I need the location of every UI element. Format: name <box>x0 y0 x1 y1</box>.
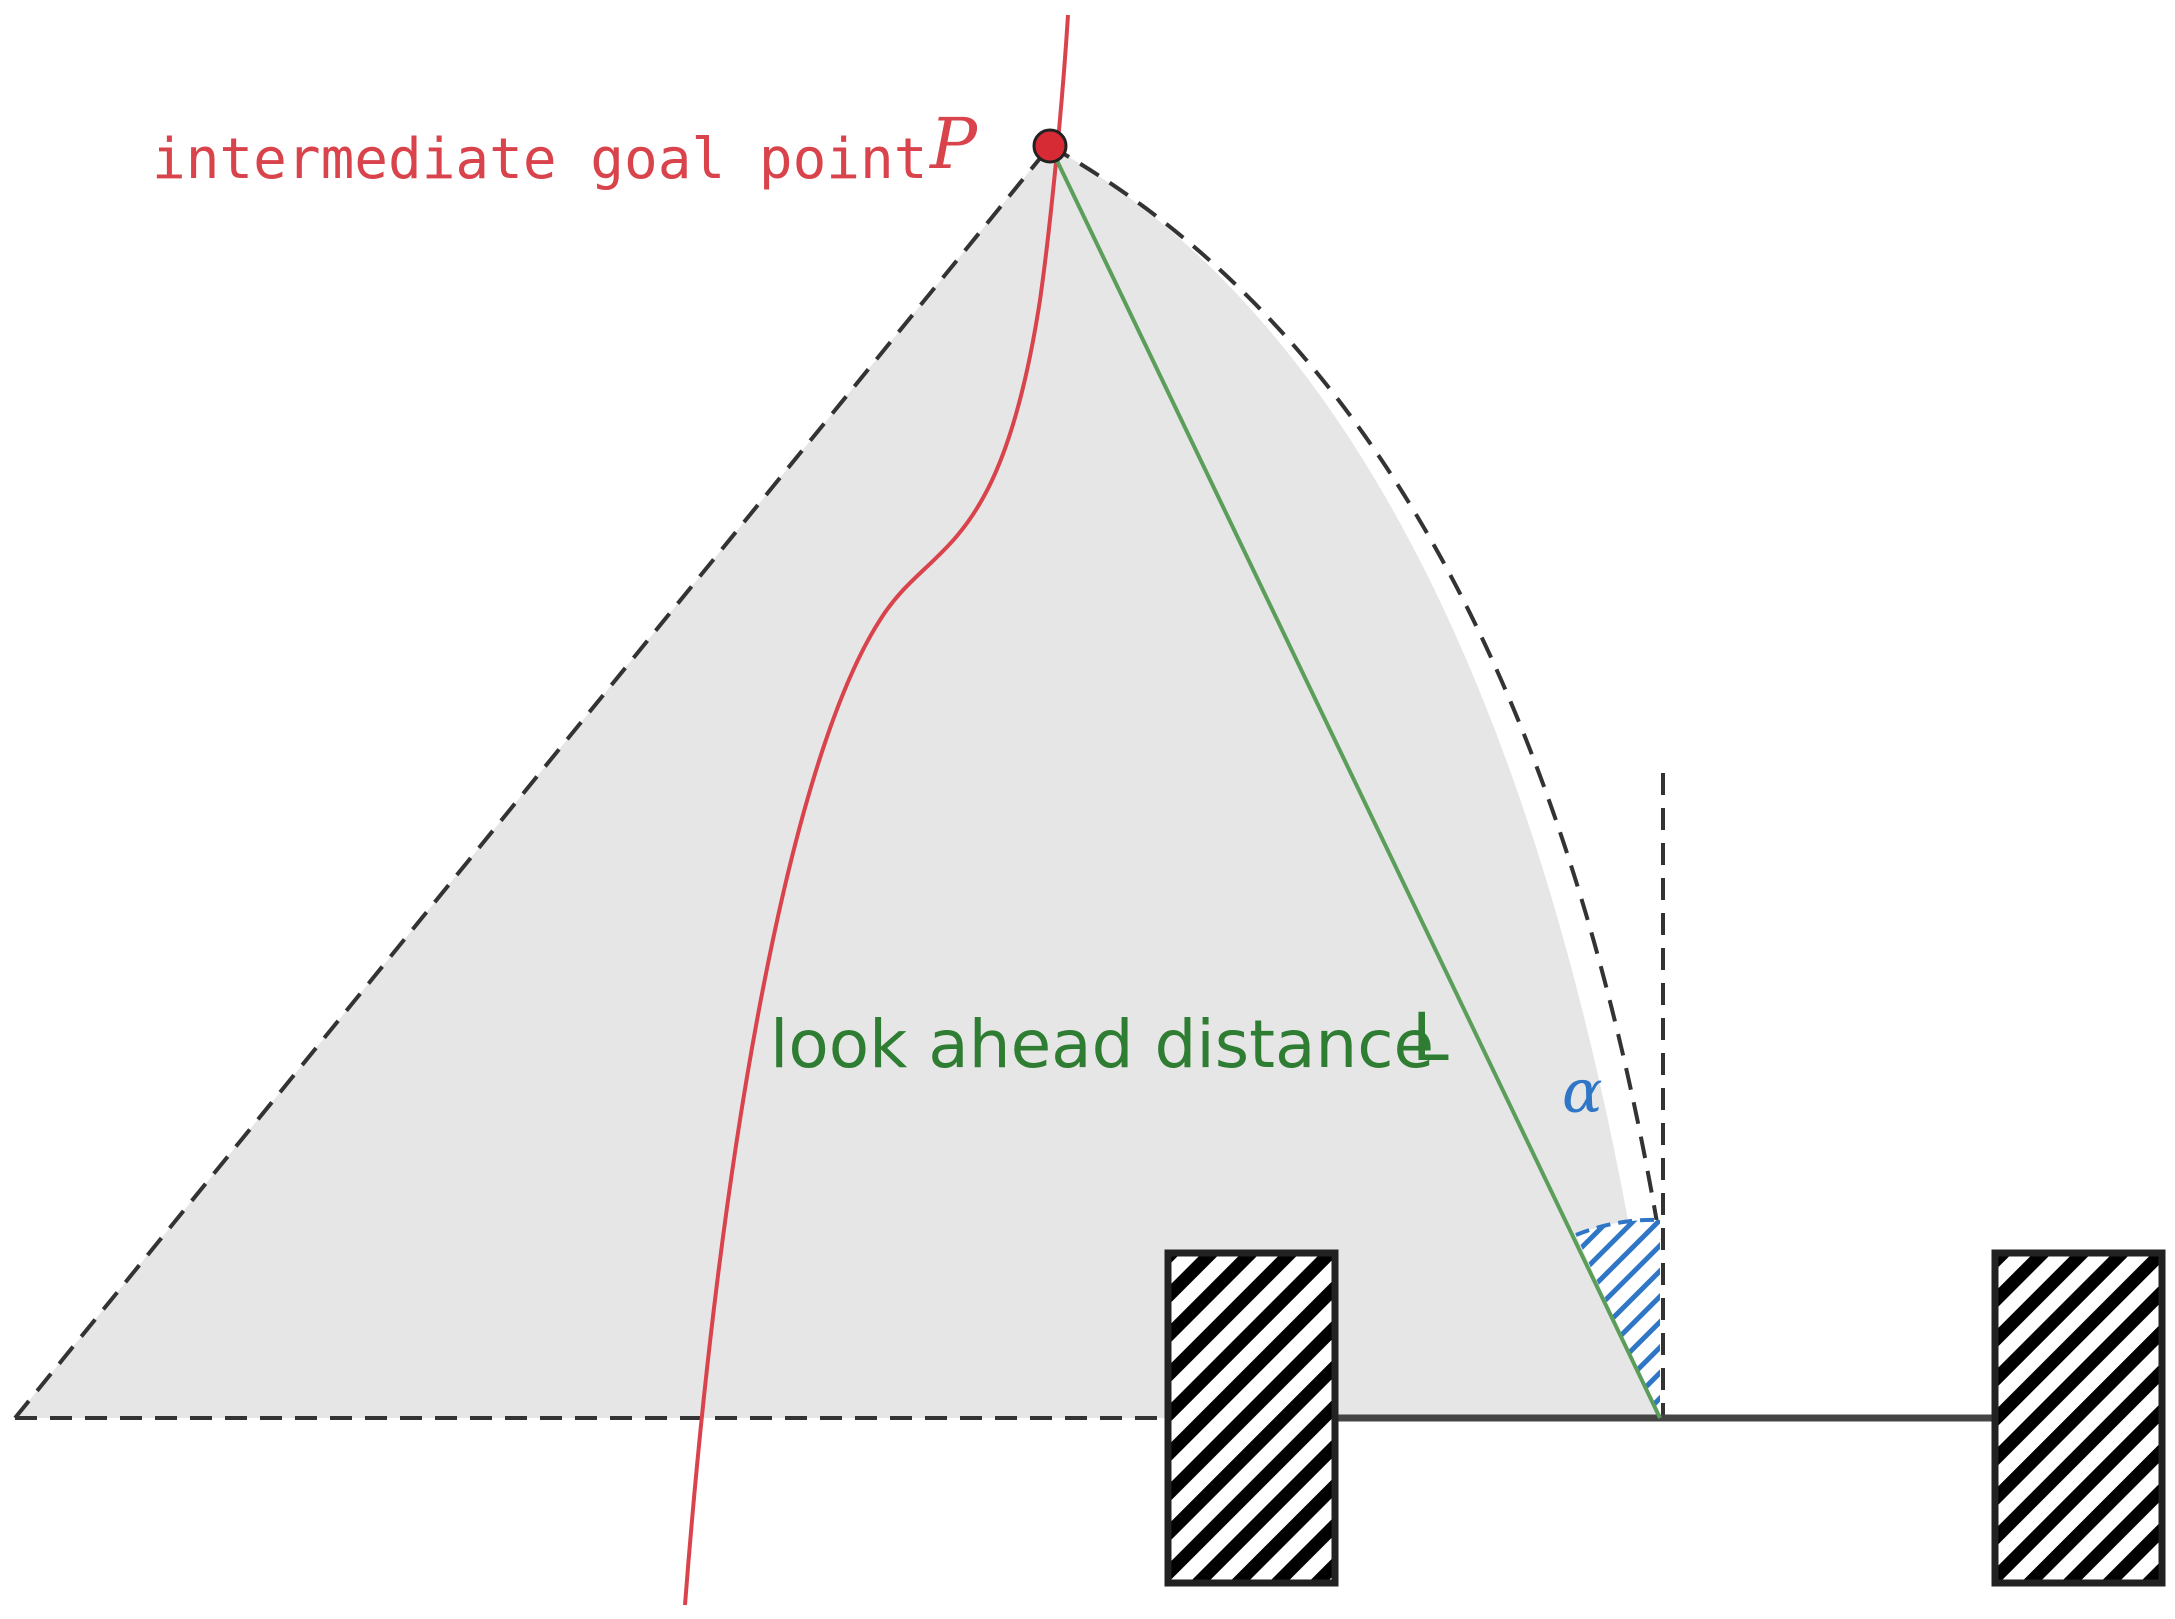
lookahead-distance-line <box>1048 145 1662 1419</box>
goal-point-symbol: P <box>928 103 979 185</box>
alpha-symbol: α <box>1562 1057 1603 1127</box>
goal-point-label: intermediate goal point <box>152 127 927 192</box>
reachable-region <box>15 146 1660 1418</box>
lookahead-symbol: L <box>1412 999 1449 1076</box>
lookahead-label: look ahead distance <box>770 1006 1434 1083</box>
region-left-boundary <box>13 144 1052 1420</box>
region-arc-boundary <box>1049 144 1662 1241</box>
right-rear-wheel <box>1991 1249 2166 1587</box>
alpha-angle-sector <box>1576 1219 1660 1418</box>
planned-path <box>683 14 1070 1606</box>
alpha-angle-arc <box>1575 1217 1661 1237</box>
left-rear-wheel <box>1164 1249 1339 1587</box>
goal-point-marker <box>1032 128 1068 164</box>
